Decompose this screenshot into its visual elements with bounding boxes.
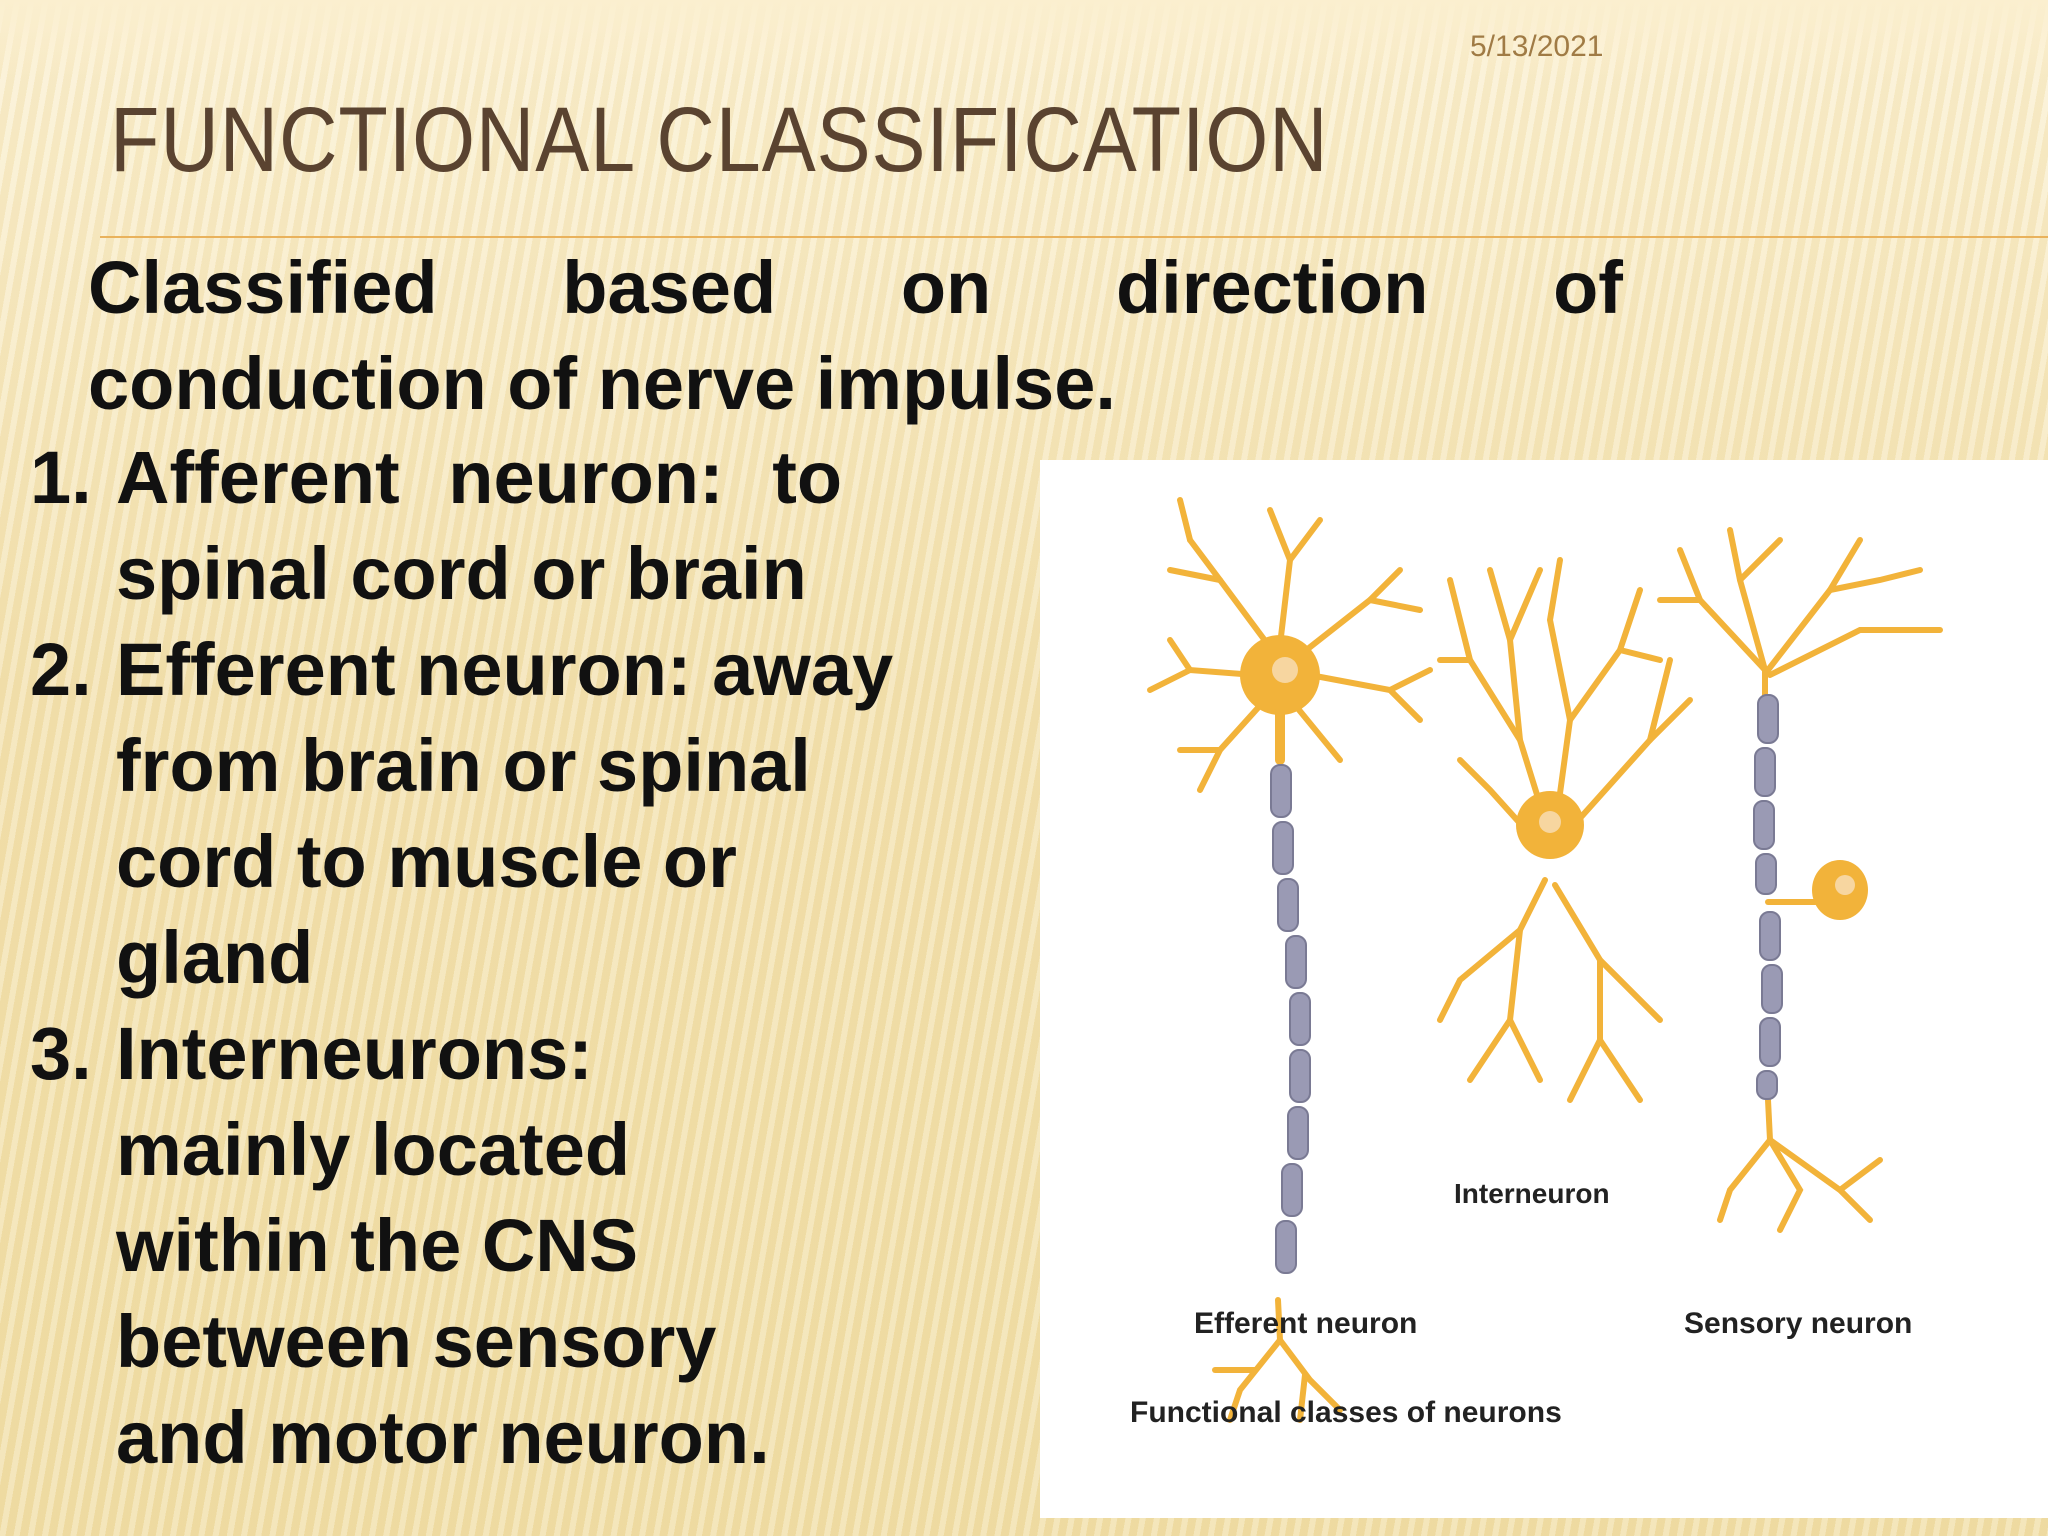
interneuron-drawing bbox=[1437, 557, 1693, 1103]
label-sensory-neuron: Sensory neuron bbox=[1684, 1307, 1912, 1340]
intro-text: Classified based on direction of conduct… bbox=[88, 240, 1623, 432]
intro-word: of bbox=[1553, 246, 1623, 329]
list-number: 2. bbox=[30, 628, 92, 711]
list-number: 1. bbox=[30, 436, 92, 519]
list-number: 3. bbox=[30, 1012, 92, 1095]
sensory-myelin bbox=[1753, 694, 1783, 1100]
list-line: Interneurons: bbox=[116, 1012, 593, 1095]
list-line: Efferent neuron: away bbox=[116, 628, 894, 711]
list-line: Afferent neuron: to bbox=[116, 436, 843, 519]
top-band bbox=[0, 0, 2048, 80]
figure-caption: Functional classes of neurons bbox=[1130, 1396, 1562, 1429]
list-text: Afferent neuron: to spinal cord or brain bbox=[116, 430, 990, 622]
label-interneuron: Interneuron bbox=[1454, 1178, 1610, 1209]
efferent-neuron-drawing bbox=[1147, 497, 1433, 1423]
slide-title: FUNCTIONAL CLASSIFICATION bbox=[110, 89, 1329, 191]
classification-list: 1. Afferent neuron: to spinal cord or br… bbox=[30, 430, 990, 1486]
intro-word: direction bbox=[1115, 246, 1429, 329]
label-efferent-neuron: Efferent neuron bbox=[1194, 1307, 1417, 1340]
list-item-interneurons: 3. Interneurons: mainly located within t… bbox=[30, 1006, 990, 1486]
efferent-myelin bbox=[1270, 764, 1311, 1274]
intro-word: based bbox=[562, 246, 777, 329]
intro-line-1: Classified based on direction of bbox=[88, 240, 1623, 336]
list-line: within the CNS bbox=[116, 1204, 639, 1287]
intro-line-2: conduction of nerve impulse. bbox=[88, 342, 1116, 425]
intro-word: on bbox=[900, 246, 992, 329]
list-text: Efferent neuron: away from brain or spin… bbox=[116, 622, 990, 1006]
list-line: spinal cord or brain bbox=[116, 532, 807, 615]
list-item-efferent: 2. Efferent neuron: away from brain or s… bbox=[30, 622, 990, 1006]
slide-date: 5/13/2021 bbox=[1470, 30, 1604, 63]
list-line: from brain or spinal bbox=[116, 724, 811, 807]
list-line: between sensory bbox=[116, 1300, 717, 1383]
neuron-figure: Interneuron Efferent neuron Sensory neur… bbox=[1040, 460, 2048, 1518]
list-line: gland bbox=[116, 916, 314, 999]
list-line: cord to muscle or bbox=[116, 820, 737, 903]
intro-word: Classified bbox=[88, 246, 438, 329]
sensory-neuron-drawing bbox=[1657, 527, 1943, 1233]
list-line: mainly located bbox=[116, 1108, 631, 1191]
list-text: Interneurons: mainly located within the … bbox=[116, 1006, 990, 1486]
neuron-diagram: Interneuron Efferent neuron Sensory neur… bbox=[1130, 497, 1943, 1429]
list-item-afferent: 1. Afferent neuron: to spinal cord or br… bbox=[30, 430, 990, 622]
list-line: and motor neuron. bbox=[116, 1396, 770, 1479]
title-divider bbox=[100, 236, 2048, 238]
